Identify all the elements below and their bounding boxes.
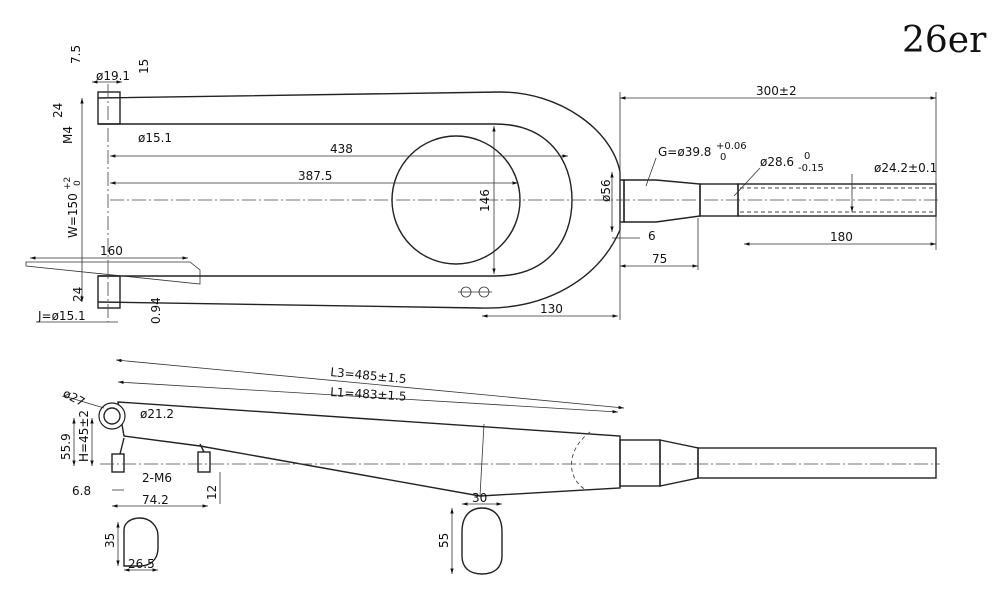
dim-12: 12 xyxy=(205,485,219,500)
section-blade xyxy=(123,517,159,567)
dim-26-5: 26.5 xyxy=(128,557,155,571)
dim-w-tol-up: +2 xyxy=(63,177,73,190)
dim-146: 146 xyxy=(478,189,492,212)
dim-55: 55 xyxy=(437,533,451,548)
dim-28-6: ø28.6 xyxy=(760,155,794,169)
dim-74-2: 74.2 xyxy=(142,493,169,507)
dim-19-1: ø19.1 xyxy=(96,69,130,83)
side-view: L3=485±1.5 L1=483±1.5 ø27 ø21.2 55.9 H=4… xyxy=(59,358,940,575)
dropout-eye-inner xyxy=(103,407,121,425)
dim-28-6-tol-up: 0 xyxy=(804,151,810,162)
drawing-title: 26er xyxy=(902,20,987,61)
dim-h: H=45±2 xyxy=(77,410,91,462)
brake-boss xyxy=(458,286,492,298)
section-crown xyxy=(461,507,503,575)
dim-6: 6 xyxy=(648,229,656,243)
dim-w-tol-dn: 0 xyxy=(73,180,83,186)
steerer-base xyxy=(619,439,661,487)
mount-boss-1 xyxy=(111,453,125,473)
dim-387-5: 387.5 xyxy=(298,169,332,183)
dim-55-9: 55.9 xyxy=(59,433,73,460)
dim-35: 35 xyxy=(103,533,117,548)
dim-24-2: ø24.2±0.1 xyxy=(874,161,937,175)
dim-56: ø56 xyxy=(599,179,613,202)
dropout-top xyxy=(97,91,121,125)
blade-outline xyxy=(117,401,621,497)
dim-0-94: 0.94 xyxy=(149,297,163,324)
dim-300: 300±2 xyxy=(756,84,797,98)
dim-438: 438 xyxy=(330,142,353,156)
steerer-taper xyxy=(623,179,701,223)
dim-30: 30 xyxy=(472,491,487,505)
dim-g-tol-up: +0.06 xyxy=(716,141,747,152)
mount-boss-2 xyxy=(197,451,211,473)
dim-24-bottom: 24 xyxy=(71,287,85,302)
dim-15: 15 xyxy=(137,59,151,74)
dim-l1: L1=483±1.5 xyxy=(330,385,407,404)
disc-mount-plate xyxy=(25,261,201,285)
dim-130: 130 xyxy=(540,302,563,316)
steerer-side xyxy=(697,447,937,479)
dim-l3: L3=485±1.5 xyxy=(330,365,407,386)
dim-24-top: 24 xyxy=(51,103,65,118)
dropout-bottom xyxy=(97,275,121,309)
top-view: 438 387.5 146 W=150 +2 0 7.5 15 ø19.1 24… xyxy=(25,45,940,324)
dim-180: 180 xyxy=(830,230,853,244)
dim-m4: M4 xyxy=(61,126,75,144)
dim-w: W=150 xyxy=(66,193,80,238)
dim-15-1: ø15.1 xyxy=(138,131,172,145)
dim-27: ø27 xyxy=(61,386,88,409)
dim-g: G=ø39.8 xyxy=(658,145,711,159)
dim-160: 160 xyxy=(100,244,123,258)
dim-7-5: 7.5 xyxy=(69,45,83,64)
dropout-eye-outer xyxy=(98,402,126,430)
dim-m6: 2-M6 xyxy=(142,471,172,485)
dim-21-2: ø21.2 xyxy=(140,407,174,421)
dim-j: J=ø15.1 xyxy=(37,309,86,323)
dim-75: 75 xyxy=(652,252,667,266)
dim-6-8: 6.8 xyxy=(72,484,91,498)
dim-28-6-tol-dn: -0.15 xyxy=(798,163,824,174)
dim-g-tol-dn: 0 xyxy=(720,152,726,163)
tire-clearance-circle xyxy=(391,135,521,265)
